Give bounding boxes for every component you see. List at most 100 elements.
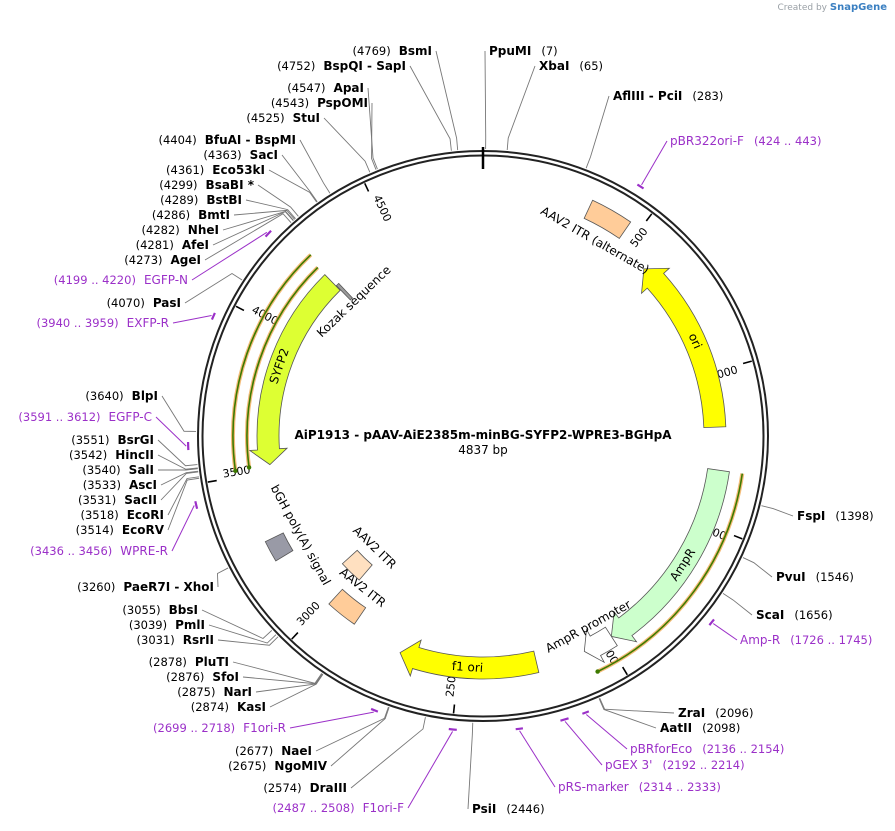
enzyme-label: (4769)BsmI: [352, 44, 432, 58]
tick-mark: [742, 360, 752, 365]
enzyme-name: HincII: [115, 448, 154, 462]
enzyme-label: (3551)BsrGI: [71, 433, 154, 447]
f1-ori-feature: [399, 639, 540, 680]
enzyme-label: (4543)PspOMI: [271, 96, 368, 110]
enzyme-leader: [281, 154, 318, 202]
enzyme-position: (3039): [129, 618, 167, 632]
primer-arc: [194, 501, 199, 509]
enzyme-leader: [367, 87, 378, 170]
primer-arc: [370, 707, 379, 713]
tick-mark: [621, 666, 628, 676]
enzyme-leader: [742, 557, 773, 578]
enzyme-position: (3542): [69, 448, 107, 462]
enzyme-leader: [585, 95, 610, 169]
primer-name: WPRE-R: [120, 544, 168, 558]
tick-label: 3000: [294, 599, 323, 628]
tick-mark: [452, 704, 456, 714]
enzyme-label: (4525)StuI: [246, 111, 320, 125]
enzyme-name: AscI: [129, 478, 157, 492]
tick-mark: [291, 632, 299, 640]
snapgene-logo: SnapGene: [829, 2, 887, 13]
enzyme-leader: [160, 471, 199, 501]
primer-arc: [210, 312, 216, 321]
primer-leader: [172, 314, 212, 324]
enzyme-name: NaeI: [281, 744, 312, 758]
enzyme-leader: [233, 209, 296, 220]
enzyme-name: PsiI: [472, 802, 496, 816]
enzyme-label: (3640)BlpI: [85, 389, 158, 403]
ampr-orf-line: [597, 473, 744, 673]
primer-name: pBRforEco: [630, 742, 692, 756]
enzyme-position: (4404): [158, 133, 196, 147]
enzyme-leader: [167, 477, 200, 531]
enzyme-position: (4281): [136, 238, 174, 252]
enzyme-leader: [484, 50, 487, 150]
enzyme-name: SacI: [250, 148, 278, 162]
enzyme-label: (3055)BbsI: [122, 603, 198, 617]
primer-range: (2487 .. 2508): [272, 801, 354, 815]
primer-arc: [264, 230, 272, 238]
enzyme-position: (2874): [191, 700, 229, 714]
enzyme-label: (2876)SfoI: [166, 670, 239, 684]
ampr-promoter-feature: [583, 626, 618, 664]
enzyme-label: (2677)NaeI: [235, 744, 312, 758]
enzyme-name: BspQI - SapI: [323, 59, 406, 73]
bgh-polya-feature: [264, 532, 294, 562]
primer-range: (2192 .. 2214): [662, 758, 744, 772]
primer-leader: [155, 416, 187, 447]
tick-mark: [733, 534, 743, 540]
enzyme-leader: [160, 470, 199, 486]
enzyme-name: Eco53kI: [212, 163, 265, 177]
enzyme-position: (3540): [82, 463, 120, 477]
ampr-feature: [610, 468, 730, 643]
tick-label: 4500: [370, 193, 394, 224]
enzyme-leader: [161, 395, 197, 432]
enzyme-label: ZraI(2096): [678, 706, 753, 720]
enzyme-name: PmlI: [175, 618, 205, 632]
enzyme-label: (4752)BspQI - SapI: [277, 59, 406, 73]
enzyme-leader: [268, 169, 318, 203]
enzyme-name: StuI: [293, 111, 320, 125]
enzyme-label: (3533)AscI: [83, 478, 157, 492]
enzyme-name: BbsI: [169, 603, 198, 617]
bgh-polya-label: bGH poly(A) signal: [268, 482, 334, 587]
enzyme-name: BlpI: [132, 389, 158, 403]
enzyme-leader: [212, 211, 294, 246]
enzyme-position: (1656): [794, 608, 832, 622]
primer-range: (2314 .. 2333): [639, 780, 721, 794]
enzyme-position: (4543): [271, 96, 309, 110]
enzyme-label: PvuI(1546): [776, 570, 854, 584]
enzyme-leader: [467, 722, 474, 810]
enzyme-label: (2874)KasI: [191, 700, 266, 714]
primer-name: Amp-R: [740, 633, 780, 647]
enzyme-position: (2875): [177, 685, 215, 699]
enzyme-leader: [208, 624, 277, 644]
enzyme-leader: [217, 567, 229, 588]
f1-ori-label: f1 ori: [451, 659, 483, 675]
ori-label: ori: [686, 331, 705, 351]
tick-mark: [207, 479, 217, 483]
enzyme-label: PsiI(2446): [472, 802, 545, 816]
tick-mark: [364, 182, 370, 192]
enzyme-position: (65): [579, 59, 603, 73]
primer-label: pGEX 3'(2192 .. 2214): [605, 758, 745, 772]
primer-arc: [636, 183, 645, 190]
enzyme-label: (3260)PaeR7I - XhoI: [77, 580, 214, 594]
enzyme-position: (4363): [203, 148, 241, 162]
primer-arc: [560, 717, 569, 722]
enzyme-label: XbaI(65): [539, 59, 603, 73]
enzyme-label: (2878)PluTI: [149, 655, 229, 669]
plasmid-length: 4837 bp: [458, 443, 508, 457]
primer-leader: [712, 623, 738, 641]
primer-label: Amp-R(1726 .. 1745): [740, 633, 872, 647]
primer-range: (3436 .. 3456): [30, 544, 112, 558]
primer-name: F1ori-R: [243, 721, 286, 735]
primer-leader: [519, 730, 556, 788]
syfp2-orf-line-outer-tip: [233, 468, 238, 474]
primer-range: (2699 .. 2718): [153, 721, 235, 735]
tick-mark: [235, 305, 245, 312]
enzyme-leader: [257, 184, 299, 217]
enzyme-name: BsmI: [399, 44, 432, 58]
enzyme-label: (4361)Eco53kI: [166, 163, 265, 177]
